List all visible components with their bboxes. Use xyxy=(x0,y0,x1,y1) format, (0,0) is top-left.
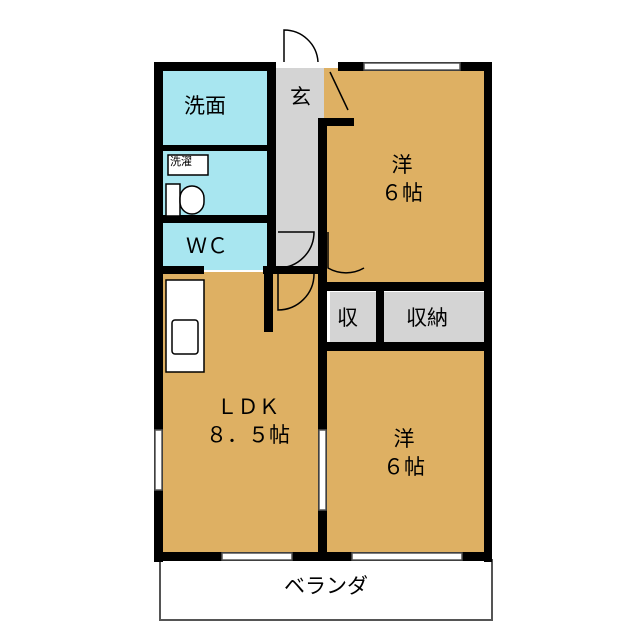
bedroom-north-floor xyxy=(324,68,484,284)
storage-closet-floor xyxy=(384,292,484,344)
bedroom-north-label-1: 洋 xyxy=(391,153,413,177)
balcony-label: ベランダ xyxy=(284,574,368,598)
fixtures xyxy=(165,71,349,373)
bedroom-south-floor xyxy=(326,346,486,554)
hallway-floor xyxy=(276,120,324,270)
toilet-tank xyxy=(165,183,181,217)
entrance-label: 玄 xyxy=(290,85,311,109)
washer-label: 洗濯 xyxy=(170,155,192,168)
toilet-bowl xyxy=(179,185,205,215)
wc-label: ＷＣ xyxy=(186,234,228,258)
balcony-area xyxy=(159,559,493,621)
windows xyxy=(154,62,463,561)
bedroom-south-label-1: 洋 xyxy=(393,427,415,451)
storage-closet-label: 収納 xyxy=(406,306,448,330)
bedroom-south-label-2: ６帖 xyxy=(383,455,425,479)
doors xyxy=(277,29,365,311)
ldk-label-1: ＬＤＫ xyxy=(216,395,280,419)
walls xyxy=(154,62,492,562)
wc-floor xyxy=(160,222,267,270)
ldk-label-2: ８．５帖 xyxy=(206,423,290,447)
washer-box xyxy=(167,154,209,176)
washroom-floor xyxy=(160,66,267,148)
kitchen-sink xyxy=(171,319,199,355)
bedroom-north-label-2: ６帖 xyxy=(381,181,423,205)
shoebox-line xyxy=(329,71,349,111)
storage-small-floor xyxy=(330,292,376,344)
washroom-label: 洗面 xyxy=(184,94,226,118)
storage-small-label: 収 xyxy=(337,306,358,330)
